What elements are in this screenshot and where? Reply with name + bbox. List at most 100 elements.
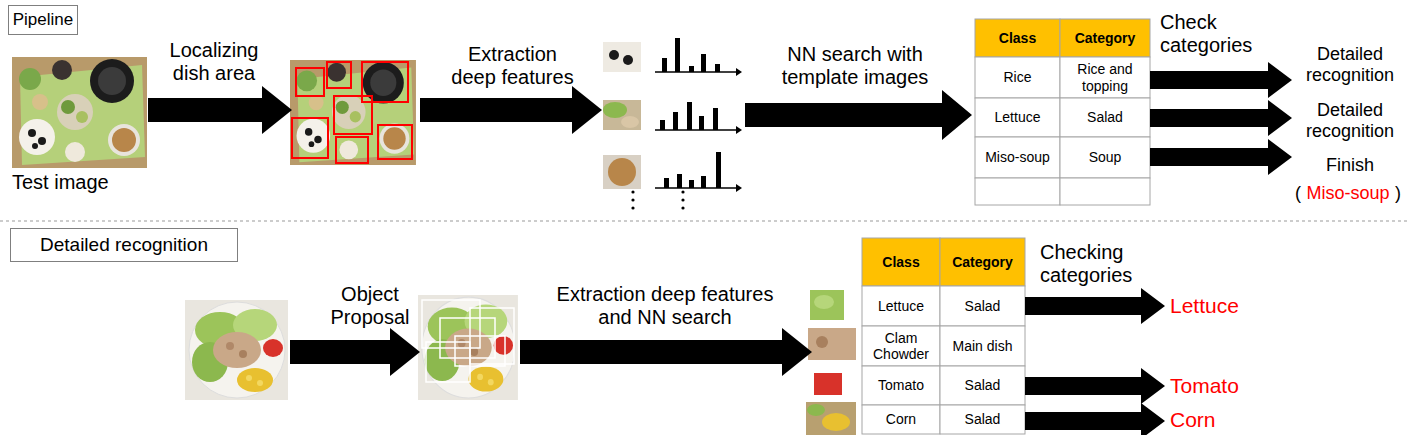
table-header: Category [940, 238, 1025, 286]
table-header: Category [1060, 19, 1150, 57]
table-cell [940, 405, 1025, 434]
outcome-class: Miso-soup [1304, 180, 1392, 206]
outcome-text: Detailed recognition [1294, 40, 1406, 90]
tuna-thumbnail [808, 328, 856, 360]
histogram-bar [689, 66, 694, 72]
table-cell [975, 98, 1060, 137]
lettuce [603, 102, 627, 118]
histogram-bar [701, 54, 706, 72]
outcome-text: Finish [1294, 152, 1406, 178]
image-caption: Test image [12, 168, 152, 196]
object-proposal-box [440, 318, 495, 358]
object-proposal-box [455, 336, 505, 366]
arrow-label: Extraction deep features [445, 38, 580, 94]
section-label-box: Pipeline [8, 5, 78, 35]
corn [822, 413, 850, 431]
table-cell: Salad [940, 366, 1025, 405]
object-proposal-box [422, 300, 480, 348]
section-label-box: Detailed recognition [10, 228, 238, 262]
test-image-photo [12, 57, 147, 168]
block-arrow [290, 328, 420, 376]
table-cell [862, 366, 940, 405]
lettuce-thumbnail [810, 290, 844, 320]
axis-arrowhead [736, 126, 742, 134]
table-header-cell [975, 19, 1060, 57]
block-arrow [1150, 100, 1292, 136]
ellipsis-dot [631, 190, 634, 193]
histogram-bar [664, 178, 669, 188]
table-cell [862, 326, 940, 366]
axis-arrowhead [736, 184, 742, 192]
histogram-bar [716, 152, 721, 188]
salad-photo [185, 300, 288, 400]
lettuce [807, 404, 825, 416]
ellipsis-dot [631, 198, 634, 201]
table-cell [1060, 178, 1150, 205]
object-proposal-box [426, 342, 470, 382]
histogram-bar [675, 38, 680, 72]
histogram-axis [655, 129, 736, 131]
block-arrow [420, 86, 602, 134]
table-header: Class [975, 19, 1060, 57]
table-cell [1060, 137, 1150, 178]
table-cell [862, 405, 940, 434]
table-header-cell [862, 238, 940, 286]
soup-thumbnail [603, 155, 641, 189]
dish-region-box [327, 62, 351, 88]
table-cell: Main dish [940, 326, 1025, 366]
block-arrow [1150, 62, 1292, 98]
dish-region-box [296, 68, 324, 96]
histogram-bar [687, 102, 692, 130]
dish-region-box [334, 96, 372, 134]
table-cell [940, 286, 1025, 326]
outcome-class: Tomato [1170, 370, 1280, 402]
table-cell [1060, 57, 1150, 98]
table-cell [975, 57, 1060, 98]
histogram-bar [713, 108, 718, 130]
topping [609, 50, 619, 60]
table-cell: Salad [1060, 98, 1150, 137]
outcome-text: ) [1392, 180, 1404, 206]
arrow-label: NN search with template images [755, 38, 955, 94]
table-cell: Lettuce [975, 98, 1060, 137]
histogram-axis [655, 71, 736, 73]
table-cell: Soup [1060, 137, 1150, 178]
outcome-text: ( [1292, 180, 1304, 206]
table-cell: Tomato [862, 366, 940, 405]
arrow-label: Check categories [1160, 6, 1280, 62]
arrow-label: Extraction deep features and NN search [540, 278, 790, 334]
table-cell [975, 178, 1060, 205]
tuna [621, 116, 639, 128]
block-arrow [1025, 288, 1165, 324]
table-cell [975, 137, 1060, 178]
table-header: Class [862, 238, 940, 286]
outcome-class: Lettuce [1170, 290, 1280, 322]
table-cell: Salad [940, 286, 1025, 326]
tuna [816, 336, 828, 348]
table-cell [1060, 98, 1150, 137]
section-title: Pipeline [13, 10, 74, 30]
table-cell: Corn [862, 405, 940, 434]
arrow-label: Localizing dish area [150, 34, 278, 90]
section-title: Detailed recognition [40, 234, 208, 256]
object-proposal-box [470, 308, 514, 364]
miso-soup [608, 158, 636, 186]
outcome-text: Detailed recognition [1294, 96, 1406, 146]
table-cell: Lettuce [862, 286, 940, 326]
block-arrow [745, 90, 972, 140]
ellipsis-dot [681, 198, 684, 201]
ellipsis-dot [631, 206, 634, 209]
histogram-bar [673, 112, 678, 130]
salad-thumbnail [603, 100, 641, 130]
table-cell: Rice and topping [1060, 57, 1150, 98]
table-header-cell [1060, 19, 1150, 57]
dish-region-box [378, 125, 412, 159]
table-cell: Rice [975, 57, 1060, 98]
table-cell: Miso-soup [975, 137, 1060, 178]
corn-thumbnail [806, 402, 856, 435]
block-arrow [1025, 403, 1165, 435]
histogram-bar [699, 116, 704, 130]
histogram-bar [677, 174, 682, 188]
block-arrow [520, 328, 812, 376]
topping [623, 55, 633, 65]
